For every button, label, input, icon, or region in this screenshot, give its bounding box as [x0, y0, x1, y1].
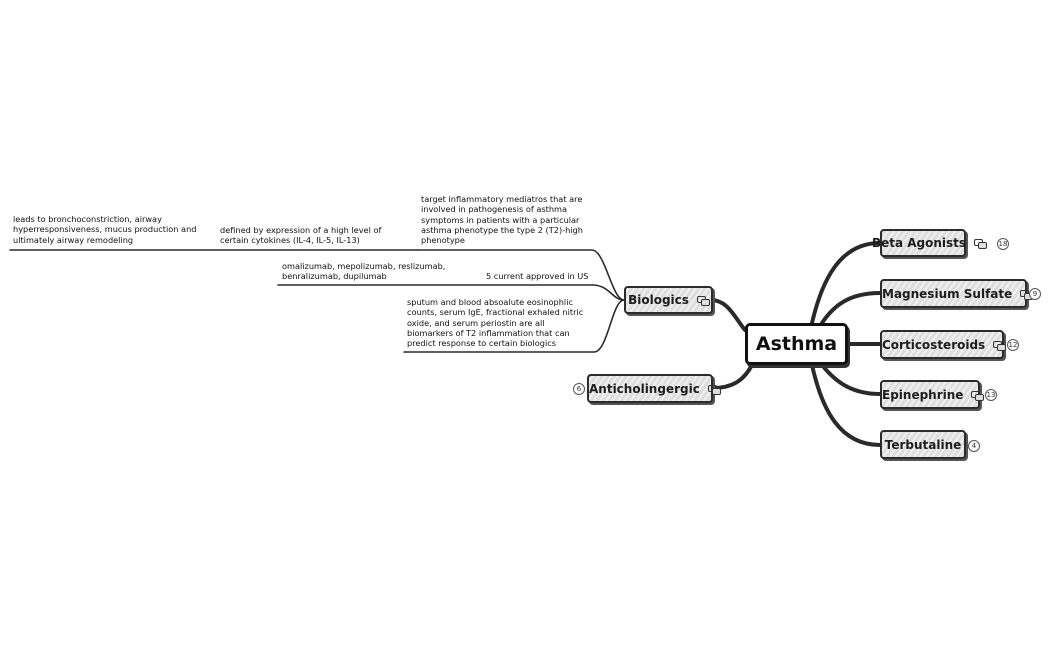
- collapsed-count-badge[interactable]: 4: [968, 440, 980, 452]
- node-corticosteroids[interactable]: Corticosteroids: [880, 330, 1006, 359]
- collapsed-count-badge[interactable]: 18: [997, 238, 1009, 250]
- note-mediators[interactable]: target inflammatory mediatros that are i…: [421, 194, 583, 246]
- collapsed-count-badge[interactable]: 6: [573, 383, 585, 395]
- note-cytokines[interactable]: defined by expression of a high level of…: [220, 225, 382, 246]
- note-biomarkers[interactable]: sputum and blood absoalute eosinophlic c…: [407, 297, 584, 349]
- root-node[interactable]: Asthma: [745, 323, 848, 365]
- root-label: Asthma: [755, 333, 838, 355]
- link-icon[interactable]: [993, 340, 1006, 351]
- node-beta-agonists[interactable]: Beta Agonists: [872, 229, 988, 257]
- collapsed-count-badge[interactable]: 12: [1007, 339, 1019, 351]
- note-drugs[interactable]: omalizumab, mepolizumab, reslizumab, ben…: [282, 261, 446, 282]
- node-magnesium-sulfate[interactable]: Magnesium Sulfate: [880, 279, 1033, 308]
- node-label: Terbutaline: [884, 437, 962, 452]
- node-biologics[interactable]: Biologics: [624, 286, 713, 314]
- node-label: Biologics: [628, 293, 689, 307]
- collapsed-count-badge[interactable]: 9: [1029, 288, 1041, 300]
- node-label: Epinephrine: [882, 387, 964, 402]
- collapsed-count-badge[interactable]: 13: [985, 389, 997, 401]
- node-label: Corticosteroids: [882, 337, 986, 352]
- link-icon[interactable]: [1020, 289, 1033, 300]
- node-anticholingergic[interactable]: Anticholingergic: [587, 374, 722, 403]
- node-epinephrine[interactable]: Epinephrine: [880, 380, 984, 409]
- node-label: Anticholingergic: [589, 381, 700, 396]
- link-icon[interactable]: [971, 390, 984, 401]
- node-label: Magnesium Sulfate: [882, 286, 1013, 301]
- node-terbutaline[interactable]: Terbutaline: [880, 430, 966, 459]
- link-icon[interactable]: [696, 295, 710, 306]
- note-approved[interactable]: 5 current approved in US: [486, 271, 589, 281]
- node-label: Beta Agonists: [871, 236, 967, 250]
- note-remodeling[interactable]: leads to bronchoconstriction, airway hyp…: [13, 214, 197, 245]
- link-icon[interactable]: [707, 384, 722, 395]
